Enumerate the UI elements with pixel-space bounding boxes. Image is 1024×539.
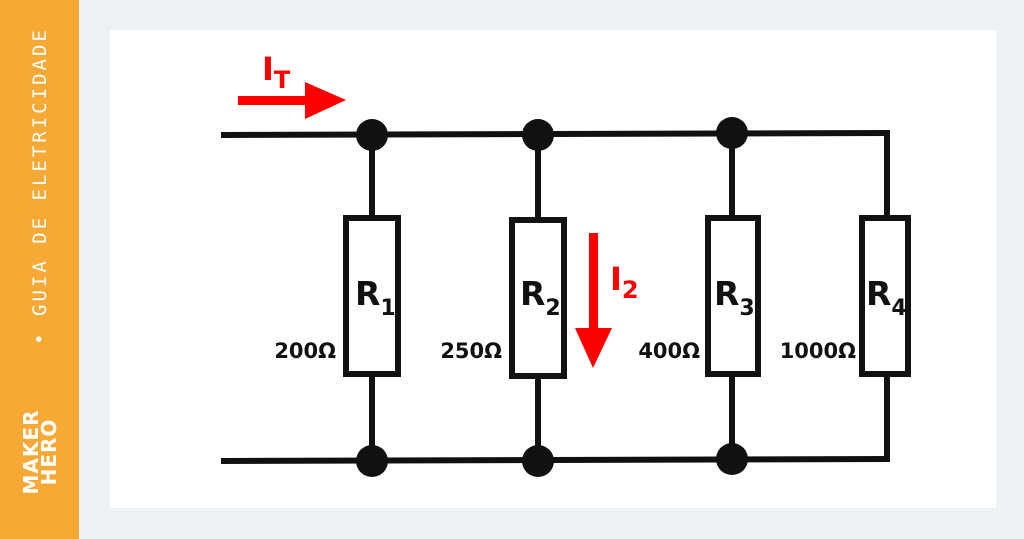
junction-node [522, 445, 554, 477]
resistor-r2-value: 250Ω [440, 339, 502, 363]
total-current-arrow [238, 82, 346, 119]
junction-node [356, 445, 388, 477]
resistor-r3-value: 400Ω [638, 339, 700, 363]
resistor-r4-label: R4 [866, 274, 907, 321]
total-current-label: IT [262, 50, 291, 94]
junction-node [716, 117, 748, 149]
resistor-r2-label: R2 [520, 274, 561, 321]
branch-current-label: I2 [610, 260, 639, 304]
bottom-wire [220, 455, 891, 465]
junction-node [356, 119, 388, 151]
resistor-r4-value: 1000Ω [780, 339, 856, 363]
resistor-r2 [509, 217, 567, 379]
resistor-r3-label: R3 [714, 274, 755, 321]
resistor-r1-value: 200Ω [274, 339, 336, 363]
resistor-r4 [859, 215, 911, 377]
branch-current-arrow [575, 233, 612, 368]
resistor-r1 [343, 215, 401, 377]
junction-node [522, 119, 554, 151]
junction-node [716, 443, 748, 475]
resistor-r1-label: R1 [355, 274, 396, 321]
top-wire [220, 129, 891, 139]
resistor-r3 [705, 215, 761, 377]
sidebar: • GUIA DE ELETRICIDADE MAKER HERO [0, 0, 79, 539]
